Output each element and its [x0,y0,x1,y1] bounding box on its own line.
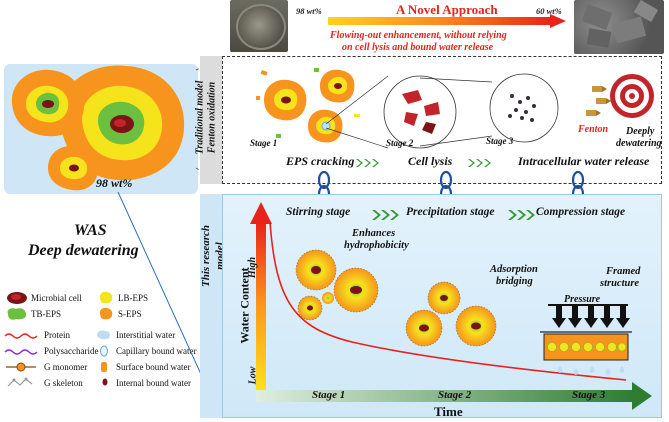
legend-g-monomer: G monomer [44,362,88,372]
traditional-stage1: Stage 1 [250,138,278,148]
research-step2: Precipitation stage [406,206,495,218]
legend-s-eps: S-EPS [118,309,142,319]
research-side-tab [200,194,222,418]
capillary-water-icon [100,345,108,357]
traditional-model-panel [222,56,662,184]
research-illustration [250,202,652,410]
research-adsorption-line2: bridging [496,276,533,287]
research-stage1: Stage 1 [312,389,346,401]
header-title: A Novel Approach [396,2,498,17]
legend-polysaccharide: Polysaccharide [44,346,99,356]
legend-microbial-cell: Microbial cell [31,293,82,303]
lb-eps-icon [99,291,113,304]
interstitial-water-icon [97,330,110,340]
was-title-line2: Deep dewatering [28,242,139,259]
research-framed-line2: structure [600,278,640,289]
traditional-fenton: Fenton [578,124,609,135]
surface-water-icon [101,362,107,372]
was-title-line1: WAS [74,222,107,239]
traditional-step2: Cell lysis [408,154,453,168]
tb-eps-icon [7,308,27,320]
research-y-low: Low [247,366,259,385]
g-skeleton-icon [7,377,33,387]
legend-protein: Protein [44,330,70,340]
research-adsorption-line1: Adsorption [490,264,538,275]
header-subtitle-line2: on cell lysis and bound water release [342,42,494,53]
sludge-photo-dry [574,0,664,54]
traditional-step1: EPS cracking [286,154,355,168]
legend-surface-water: Surface bound water [116,362,191,372]
research-y-high: High [247,256,259,279]
protein-icon [4,333,38,339]
s-eps-icon [99,307,113,320]
sludge-photo-wet [230,0,288,52]
traditional-target-line1: Deeply [626,126,655,137]
was-floc-illustration [11,65,185,191]
research-enhances-line2: hydrophobicity [344,240,409,251]
traditional-target-line2: dewatering [616,138,662,149]
research-pressure: Pressure [564,294,601,305]
legend-capillary-water: Capillary bound water [116,346,197,356]
research-stage2: Stage 2 [438,389,472,401]
traditional-illustration [256,68,654,167]
was-percent: 98 wt% [96,176,133,190]
legend-lb-eps: LB-EPS [118,293,149,303]
traditional-side-tab [200,56,222,184]
traditional-stage2: Stage 2 [386,138,414,148]
microbial-cell-icon [7,292,27,304]
research-step1: Stirring stage [286,206,351,218]
research-side-label-line1: This research [200,224,212,288]
traditional-side-label-line2: Fenton oxidation [206,81,218,154]
novel-approach-arrow [328,14,566,28]
research-x-axis-label: Time [434,404,463,419]
research-framed-line1: Framed [606,266,641,277]
legend-tb-eps: TB-EPS [31,309,62,319]
header-left-label: 98 wt% [296,6,322,16]
legend-internal-water: Internal bound water [116,378,191,388]
legend-g-skeleton: G skeleton [44,378,83,388]
research-enhances-line1: Enhances [352,228,396,239]
g-monomer-icon [6,362,36,372]
polysaccharide-icon [4,349,38,355]
research-stage3: Stage 3 [572,389,606,401]
traditional-stage3: Stage 3 [486,136,514,146]
header-right-label: 60 wt% [536,6,562,16]
legend-interstitial-water: Interstitial water [116,330,176,340]
traditional-step3: Intracellular water release [518,154,650,168]
traditional-side-label-line1: Traditional model [194,80,206,155]
header-subtitle-line1: Flowing-out enhancement, without relying [330,30,507,41]
internal-water-icon [102,378,108,386]
research-step3: Compression stage [536,206,626,218]
